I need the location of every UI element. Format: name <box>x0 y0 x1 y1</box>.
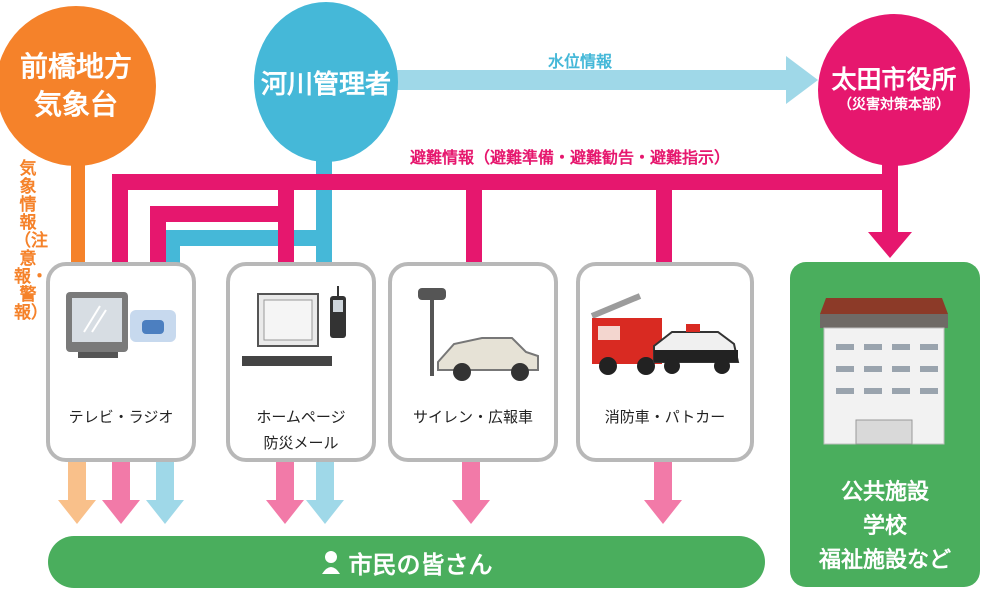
citizens-bar: 市民の皆さん <box>48 536 765 588</box>
web-mail-box: ホームページ 防災メール <box>226 262 376 462</box>
school-label: 学校 <box>862 514 907 539</box>
water-level-arrow <box>392 56 818 104</box>
disaster-mail-label: 防災メール <box>263 434 339 452</box>
arrows-to-citizens <box>58 462 682 524</box>
disaster-hq-label: （災害対策本部） <box>838 97 950 113</box>
web-mail-label: ホームページ 防災メール <box>230 404 372 456</box>
citizens-label: 市民の皆さん <box>348 550 493 579</box>
siren-car-box: サイレン・広報車 <box>388 262 558 462</box>
fire-police-box: 消防車・パトカー <box>576 262 754 462</box>
tv-radio-label: テレビ・ラジオ <box>68 408 174 426</box>
ota-city-hall-node: 太田市役所 （災害対策本部） <box>818 14 970 166</box>
river-manager-label: 河川管理者 <box>260 69 391 100</box>
tv-icon <box>66 292 176 358</box>
public-facility-label: 公共施設 <box>840 480 929 505</box>
weather-label: 気象情報（注意報・警報） <box>14 159 48 323</box>
person-icon <box>321 551 340 574</box>
fire-truck-police-car-icon <box>590 293 740 375</box>
jma-line1: 前橋地方 <box>19 50 132 83</box>
evacuation-label: 避難情報（避難準備・避難勧告・避難指示） <box>410 148 731 167</box>
welfare-facility-label: 福祉施設など <box>818 548 951 573</box>
jma-node: 前橋地方 気象台 <box>0 6 156 166</box>
river-manager-node: 河川管理者 <box>254 2 398 162</box>
homepage-label: ホームページ <box>256 408 346 426</box>
siren-car-label: サイレン・広報車 <box>412 408 533 426</box>
evacuation-lines <box>112 160 912 270</box>
ota-city-hall-label: 太田市役所 <box>831 65 957 94</box>
water-level-label: 水位情報 <box>548 52 613 71</box>
computer-icon <box>242 286 346 366</box>
jma-line2: 気象台 <box>33 88 118 121</box>
building-icon <box>820 298 948 445</box>
weather-line <box>71 160 85 270</box>
public-facility-box: 公共施設 学校 福祉施設など <box>790 262 980 587</box>
siren-car-icon <box>418 288 539 381</box>
tv-radio-box: テレビ・ラジオ <box>46 262 196 462</box>
facility-label: 公共施設 学校 福祉施設など <box>790 476 980 578</box>
fire-police-label: 消防車・パトカー <box>604 408 726 426</box>
